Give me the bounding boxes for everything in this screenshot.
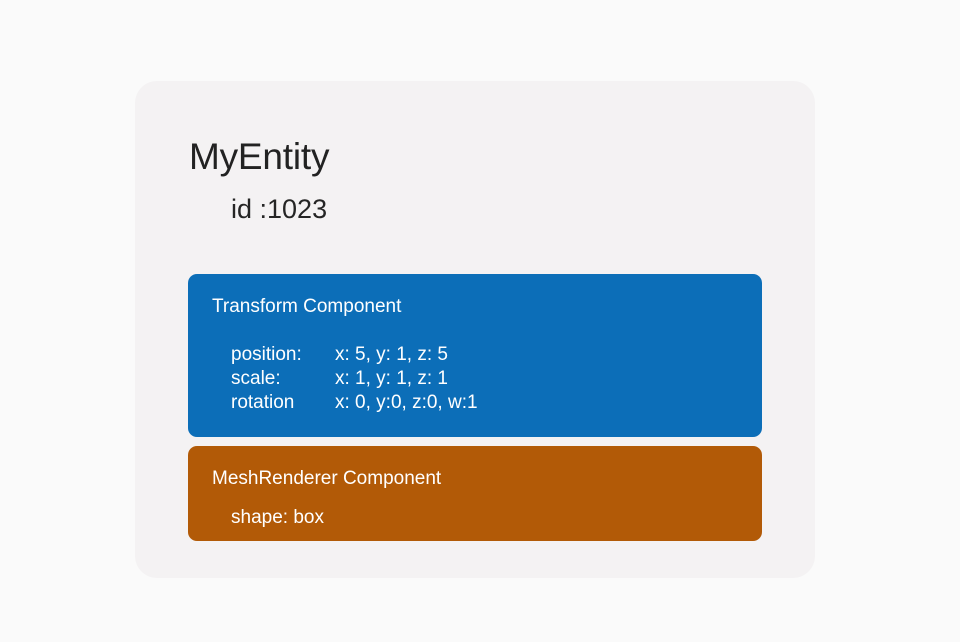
property-row: shape: box [231,506,324,530]
entity-id-label: id :1023 [231,194,328,224]
property-row: scale: x: 1, y: 1, z: 1 [231,367,478,391]
component-title-transform: Transform Component [212,296,402,317]
property-key: rotation [231,392,295,413]
property-row: position: x: 5, y: 1, z: 5 [231,343,478,367]
property-key: position: [231,344,302,365]
component-title-meshrenderer: MeshRenderer Component [212,468,442,489]
entity-name-title: MyEntity [189,136,330,177]
component-block-transform[interactable]: Transform Component position: x: 5, y: 1… [188,274,762,437]
property-key: shape: box [231,507,324,528]
component-block-meshrenderer[interactable]: MeshRenderer Component shape: box [188,446,762,541]
property-value: x: 0, y:0, z:0, w:1 [335,392,478,413]
property-value: x: 5, y: 1, z: 5 [335,344,448,365]
property-list-transform: position: x: 5, y: 1, z: 5 scale: x: 1, … [231,343,478,415]
property-value: x: 1, y: 1, z: 1 [335,368,448,389]
property-key: scale: [231,368,281,389]
property-list-meshrenderer: shape: box [231,506,324,530]
property-row: rotation x: 0, y:0, z:0, w:1 [231,391,478,415]
entity-card: MyEntity id :1023 Transform Component po… [135,81,815,578]
